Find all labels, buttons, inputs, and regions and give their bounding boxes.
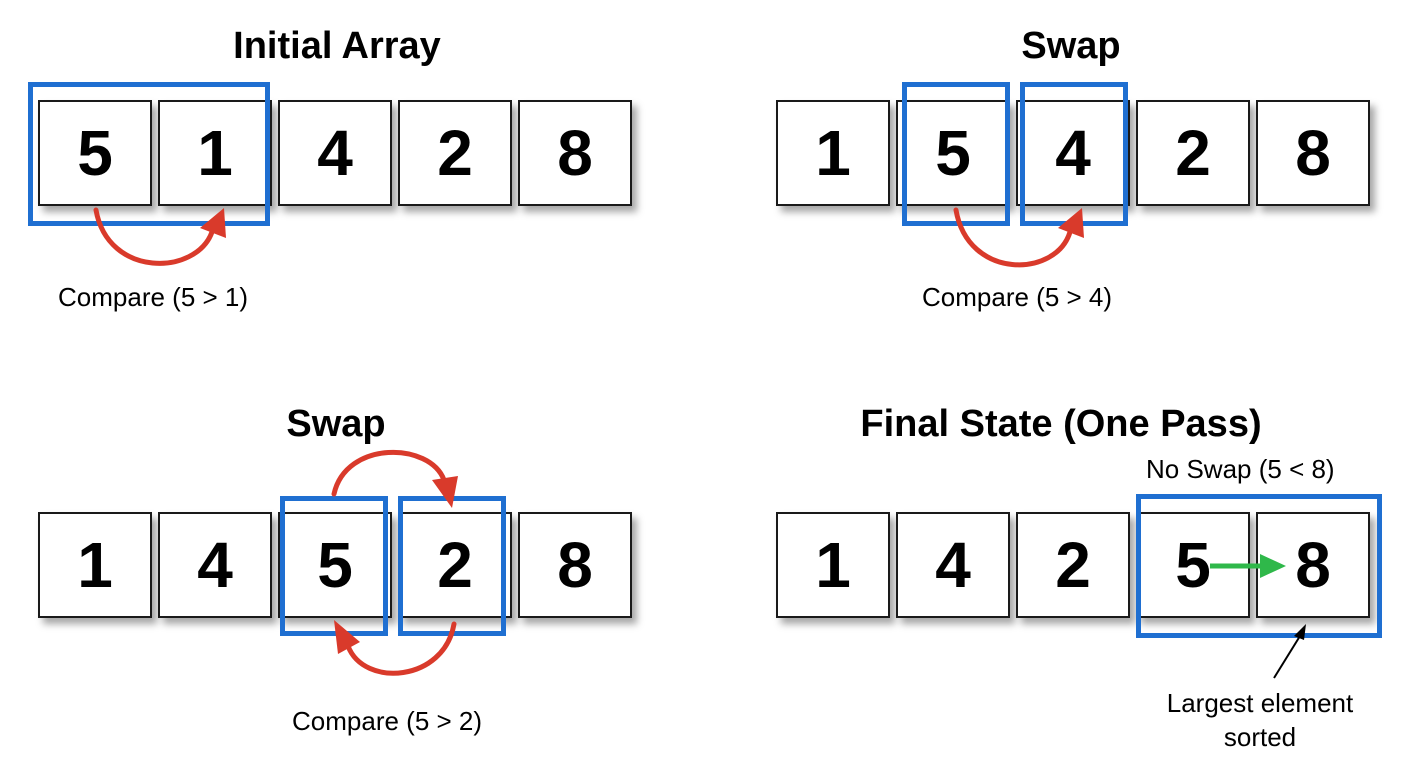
compare-caption: Compare (5 > 2) [292,706,483,736]
array-cell: 4 [158,512,272,618]
array-cell: 5 [1136,512,1250,618]
array-cell: 1 [776,512,890,618]
array-cell: 5 [896,100,1010,206]
array-cell: 5 [278,512,392,618]
cell-value: 8 [1295,117,1331,189]
array-cell: 4 [896,512,1010,618]
cell-value: 8 [557,529,593,601]
panel-swap-1: Swap 1 5 4 2 8 Compare (5 > 4) [704,0,1408,384]
cell-value: 2 [1055,529,1091,601]
cell-value: 5 [935,117,971,189]
array-cell: 2 [1136,100,1250,206]
cell-value: 4 [1055,117,1091,189]
array-cell: 2 [398,512,512,618]
compare-caption: Compare (5 > 1) [58,282,249,312]
no-swap-caption: No Swap (5 < 8) [1146,454,1335,484]
cell-value: 4 [317,117,353,189]
cell-value: 8 [557,117,593,189]
compare-caption: Compare (5 > 4) [922,282,1113,312]
array-cell: 8 [1256,100,1370,206]
panel-initial-array: Initial Array 5 1 4 2 8 Compare (5 > 1) [0,0,704,384]
array-cell: 8 [518,100,632,206]
array-cell: 8 [518,512,632,618]
cell-value: 8 [1295,529,1331,601]
array-cell: 5 [38,100,152,206]
array-cell: 1 [776,100,890,206]
panel-title: Swap [286,403,386,445]
panel-title: Final State (One Pass) [860,403,1262,445]
cell-value: 2 [1175,117,1211,189]
panel-swap-2: Swap 1 4 5 2 8 Compare (5 > 2) [0,384,704,768]
largest-element-annotation: Largest element sorted [1144,686,1376,754]
array-cell: 1 [38,512,152,618]
panel-title: Initial Array [233,25,441,67]
array-cell: 8 [1256,512,1370,618]
cell-value: 2 [437,529,473,601]
array-cell: 2 [1016,512,1130,618]
cell-value: 1 [815,117,851,189]
cell-value: 1 [197,117,233,189]
annotation-line: sorted [1223,722,1297,752]
annotation-line: Largest element [1166,688,1354,718]
cell-value: 2 [437,117,473,189]
array-cell: 4 [1016,100,1130,206]
cell-value: 5 [77,117,113,189]
cell-value: 1 [77,529,113,601]
cell-value: 5 [1175,529,1211,601]
array-cell: 2 [398,100,512,206]
cell-value: 4 [935,529,971,601]
cell-value: 4 [197,529,233,601]
array-cell: 1 [158,100,272,206]
array-cell: 4 [278,100,392,206]
cell-value: 1 [815,529,851,601]
panel-final-state: Final State (One Pass) No Swap (5 < 8) 1… [704,384,1408,768]
cell-value: 5 [317,529,353,601]
panel-title: Swap [1021,25,1121,67]
